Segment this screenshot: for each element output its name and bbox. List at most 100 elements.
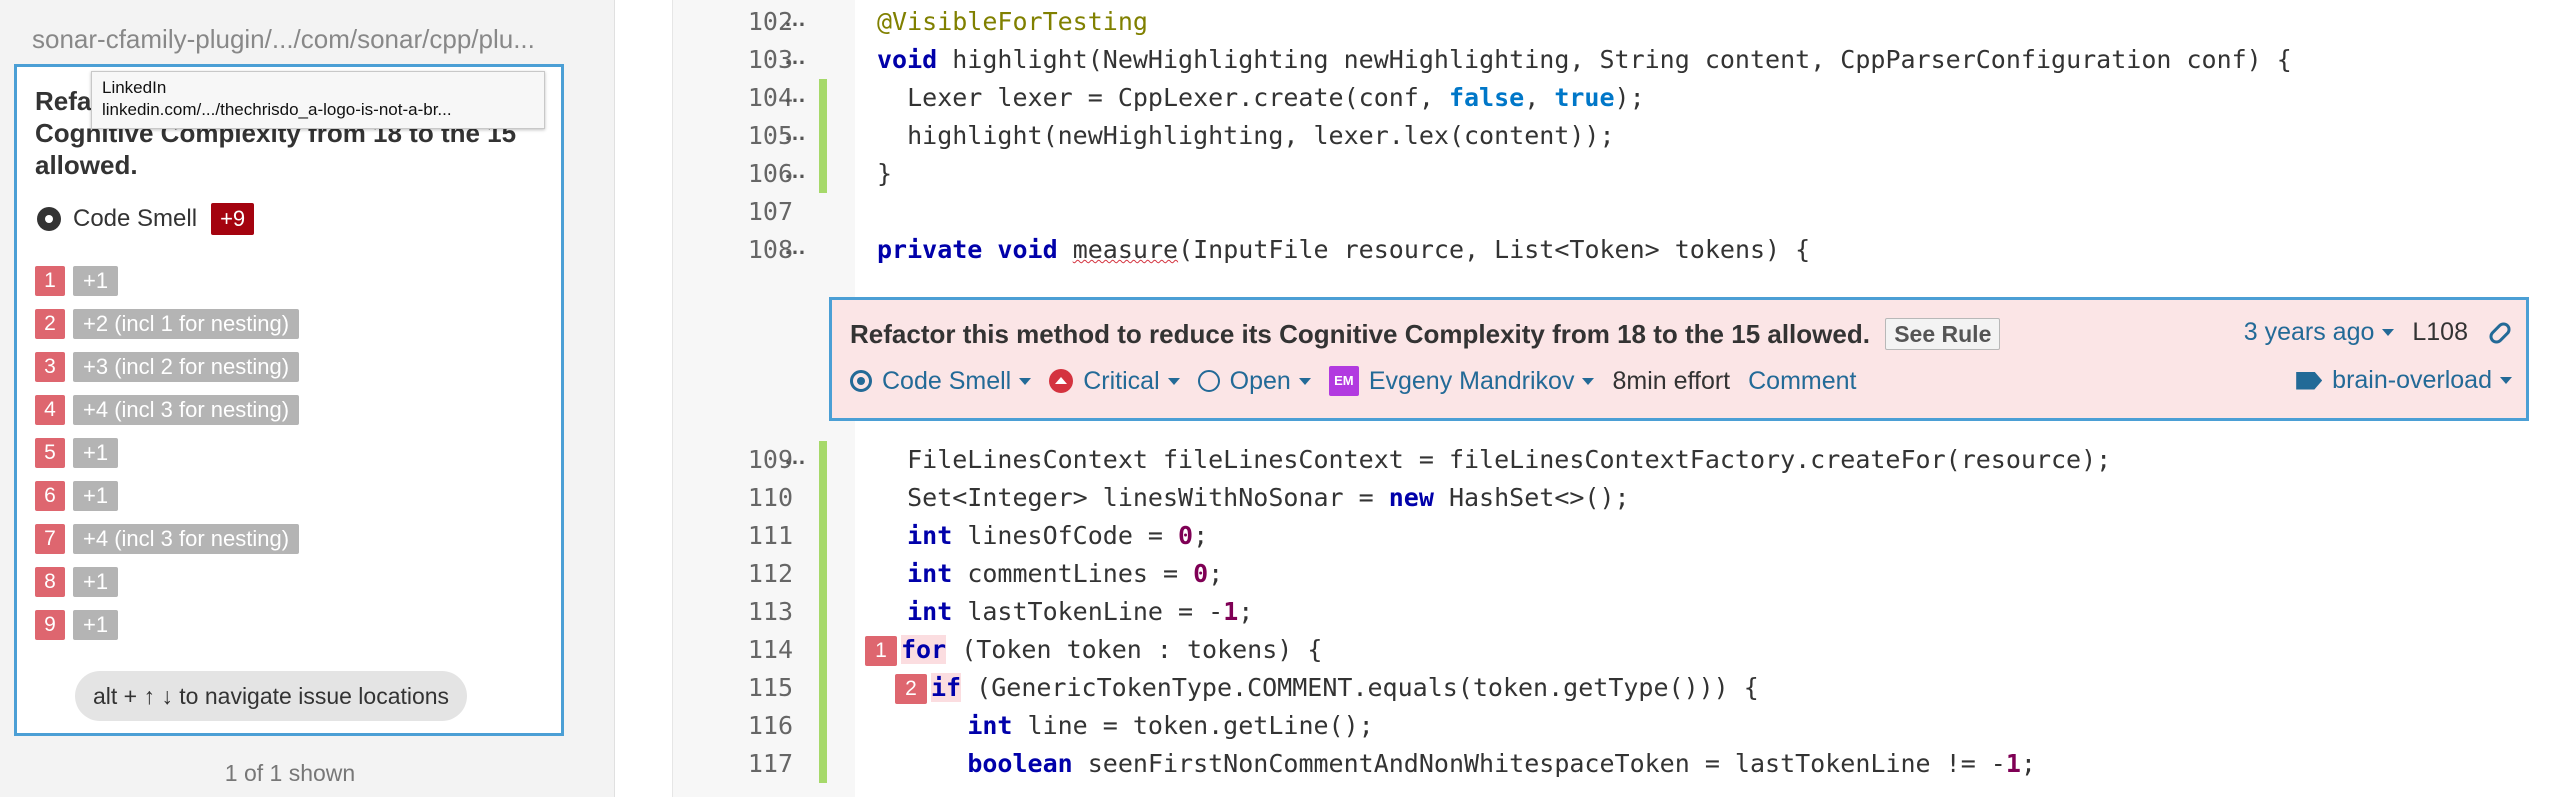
- tag-text: brain-overload: [2332, 366, 2492, 394]
- chevron-down-icon: [2500, 377, 2512, 384]
- issues-sidebar: sonar-cfamily-plugin/.../com/sonar/cpp/p…: [0, 0, 615, 797]
- scm-change-marker[interactable]: [819, 517, 827, 555]
- navigation-hint: alt + ↑ ↓ to navigate issue locations: [75, 671, 468, 721]
- scm-change-marker[interactable]: [819, 117, 827, 155]
- see-rule-button[interactable]: See Rule: [1885, 318, 2001, 350]
- code-text: int commentLines = 0;: [907, 559, 1224, 588]
- code-line: 108 … private void measure(InputFile res…: [673, 231, 2560, 269]
- line-number[interactable]: 103: [673, 41, 793, 79]
- code-text: int linesOfCode = 0;: [907, 521, 1209, 550]
- location-message: +4 (incl 3 for nesting): [73, 394, 300, 425]
- issue-location-marker[interactable]: 2: [895, 674, 927, 704]
- location-number: 6: [35, 480, 65, 511]
- location-number: 1: [35, 265, 65, 296]
- code-line: 106 … }: [673, 155, 2560, 193]
- comment-button[interactable]: Comment: [1748, 366, 1857, 395]
- selected-issue-panel[interactable]: Refactor this method to reduce its Cogni…: [14, 64, 564, 736]
- code-text: }: [877, 159, 893, 188]
- line-number[interactable]: 117: [673, 745, 793, 783]
- line-number[interactable]: 104: [673, 79, 793, 117]
- location-number: 7: [35, 523, 65, 554]
- issue-type-dropdown[interactable]: Code Smell: [850, 366, 1032, 396]
- line-number[interactable]: 111: [673, 517, 793, 555]
- scm-change-marker[interactable]: [819, 631, 827, 669]
- issue-type-label: Code Smell: [73, 205, 198, 232]
- location-message: +2 (incl 1 for nesting): [73, 308, 300, 339]
- source-code-viewer: 102 … @VisibleForTesting 103 … void high…: [672, 0, 2560, 797]
- code-line: 111 int linesOfCode = 0;: [673, 517, 2560, 555]
- issue-location[interactable]: 4+4 (incl 3 for nesting): [35, 388, 300, 431]
- issue-tags[interactable]: brain-overload: [2296, 366, 2512, 395]
- line-number[interactable]: 105: [673, 117, 793, 155]
- scm-change-marker[interactable]: [819, 669, 827, 707]
- code-text: highlight(newHighlighting, lexer.lex(con…: [877, 121, 1615, 150]
- issue-location[interactable]: 3+3 (incl 2 for nesting): [35, 345, 300, 388]
- tag-icon: [2296, 371, 2323, 390]
- line-options-icon[interactable]: …: [784, 120, 806, 145]
- line-number[interactable]: 113: [673, 593, 793, 631]
- line-options-icon[interactable]: …: [784, 44, 806, 69]
- issue-line-ref: L108: [2412, 318, 2468, 346]
- scm-change-marker[interactable]: [819, 479, 827, 517]
- line-number[interactable]: 102: [673, 3, 793, 41]
- code-text: private void measure(InputFile resource,…: [877, 235, 1811, 264]
- scm-change-marker[interactable]: [819, 79, 827, 117]
- code-smell-icon: [37, 207, 61, 231]
- issue-location[interactable]: 7 +4 (incl 3 for nesting): [35, 517, 300, 560]
- issue-location-marker[interactable]: 1: [865, 636, 897, 666]
- line-options-icon[interactable]: …: [784, 234, 806, 259]
- code-line: 105 … highlight(newHighlighting, lexer.l…: [673, 117, 2560, 155]
- location-count-badge: +9: [211, 203, 255, 235]
- status-text: Open: [1229, 366, 1291, 395]
- code-line: 109 … FileLinesContext fileLinesContext …: [673, 441, 2560, 479]
- code-text: FileLinesContext fileLinesContext = file…: [877, 445, 2112, 474]
- code-line: 116 int line = token.getLine();: [673, 707, 2560, 745]
- issue-location[interactable]: 9+1: [35, 603, 299, 646]
- line-options-icon[interactable]: …: [784, 444, 806, 469]
- location-message: +4 (incl 3 for nesting): [73, 523, 300, 554]
- code-line: 104 … Lexer lexer = CppLexer.create(conf…: [673, 79, 2560, 117]
- scm-change-marker[interactable]: [819, 441, 827, 479]
- severity-dropdown[interactable]: Critical: [1049, 367, 1180, 396]
- line-number[interactable]: 109: [673, 441, 793, 479]
- inline-issue-box[interactable]: Refactor this method to reduce its Cogni…: [829, 297, 2529, 421]
- permalink-icon[interactable]: [2486, 319, 2514, 346]
- code-text: Set<Integer> linesWithNoSonar = new Hash…: [877, 483, 1630, 512]
- scm-change-marker[interactable]: [819, 593, 827, 631]
- line-number[interactable]: 107: [673, 193, 793, 231]
- line-options-icon[interactable]: …: [784, 6, 806, 31]
- issue-message[interactable]: Refactor this method to reduce its Cogni…: [850, 318, 2001, 350]
- critical-severity-icon: [1049, 369, 1074, 393]
- line-number[interactable]: 115: [673, 669, 793, 707]
- line-options-icon[interactable]: …: [784, 158, 806, 183]
- issue-location[interactable]: 5+1: [35, 431, 299, 474]
- line-number[interactable]: 116: [673, 707, 793, 745]
- line-number[interactable]: 110: [673, 479, 793, 517]
- location-number: 9: [35, 609, 65, 640]
- line-options-icon[interactable]: …: [784, 82, 806, 107]
- line-number[interactable]: 114: [673, 631, 793, 669]
- code-line: 110 Set<Integer> linesWithNoSonar = new …: [673, 479, 2560, 517]
- breadcrumb[interactable]: sonar-cfamily-plugin/.../com/sonar/cpp/p…: [32, 24, 535, 54]
- issue-age[interactable]: 3 years ago: [2244, 318, 2395, 347]
- scm-change-marker[interactable]: [819, 155, 827, 193]
- issue-location[interactable]: 8+1: [35, 560, 299, 603]
- issue-type-text: Code Smell: [882, 366, 1012, 395]
- scm-change-marker[interactable]: [819, 555, 827, 593]
- issue-location[interactable]: 6+1: [35, 474, 299, 517]
- line-number[interactable]: 106: [673, 155, 793, 193]
- issue-type-row: Code Smell +9: [37, 203, 255, 235]
- line-number[interactable]: 112: [673, 555, 793, 593]
- code-smell-icon: [850, 370, 872, 392]
- scm-change-marker[interactable]: [819, 745, 827, 783]
- chevron-down-icon: [1582, 377, 1595, 385]
- issue-location[interactable]: 2+2 (incl 1 for nesting): [35, 302, 300, 345]
- scm-change-marker[interactable]: [819, 707, 827, 745]
- issue-location[interactable]: 1+1: [35, 259, 299, 302]
- location-message: +1: [73, 566, 119, 597]
- line-number[interactable]: 108: [673, 231, 793, 269]
- assignee-name: Evgeny Mandrikov: [1368, 366, 1575, 395]
- status-dropdown[interactable]: Open: [1197, 366, 1311, 396]
